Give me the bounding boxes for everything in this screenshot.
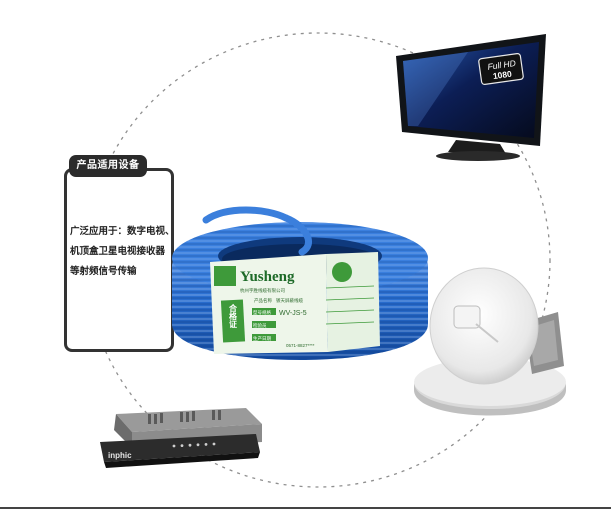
- set-top-box-brand: inphic: [108, 451, 132, 460]
- fullhd-badge: [478, 52, 524, 86]
- model-label: 型号规格: [253, 309, 271, 316]
- applicable-devices-title: 产品适用设备: [69, 155, 147, 177]
- phone-number: 0571-8827****: [286, 343, 315, 348]
- set-top-box-image: inphic: [100, 408, 262, 468]
- model-value: WV-JS-5: [279, 310, 307, 317]
- info-line: 广泛应用于：数字电视、: [70, 226, 175, 237]
- brand-name: Yusheng: [240, 269, 295, 285]
- fullhd-text: Full HD: [487, 58, 516, 72]
- certificate-stamp: [220, 299, 246, 343]
- product-name-value: 镀天屏蔽线缆: [276, 297, 303, 304]
- bottom-divider: [0, 507, 611, 509]
- info-line: 机顶盒卫星电视接收器: [70, 246, 166, 257]
- satellite-dish-image: [414, 267, 566, 416]
- coaxial-cable-coil: Yusheng 杭州宇胜线缆有限公司 合格证 产品名称 镀天屏蔽线缆 型号规格 …: [172, 206, 428, 360]
- info-line: 等射频信号传输: [70, 266, 137, 277]
- applicable-devices-text: 广泛应用于：数字电视、 机顶盒卫星电视接收器 等射频信号传输: [70, 222, 180, 282]
- product-name-label: 产品名称: [254, 297, 272, 304]
- cable-label: Yusheng 杭州宇胜线缆有限公司 合格证 产品名称 镀天屏蔽线缆 型号规格 …: [210, 252, 380, 354]
- fullhd-1080-text: 1080: [492, 69, 512, 82]
- check-label: 检验员: [253, 322, 267, 329]
- brand-logo-icon: [214, 266, 236, 286]
- date-label: 生产日期: [253, 335, 271, 342]
- company-name: 杭州宇胜线缆有限公司: [240, 287, 285, 294]
- tv-image: Full HD 1080: [396, 34, 546, 161]
- quality-seal-icon: [332, 262, 352, 282]
- certificate-text: 合格证: [228, 303, 238, 329]
